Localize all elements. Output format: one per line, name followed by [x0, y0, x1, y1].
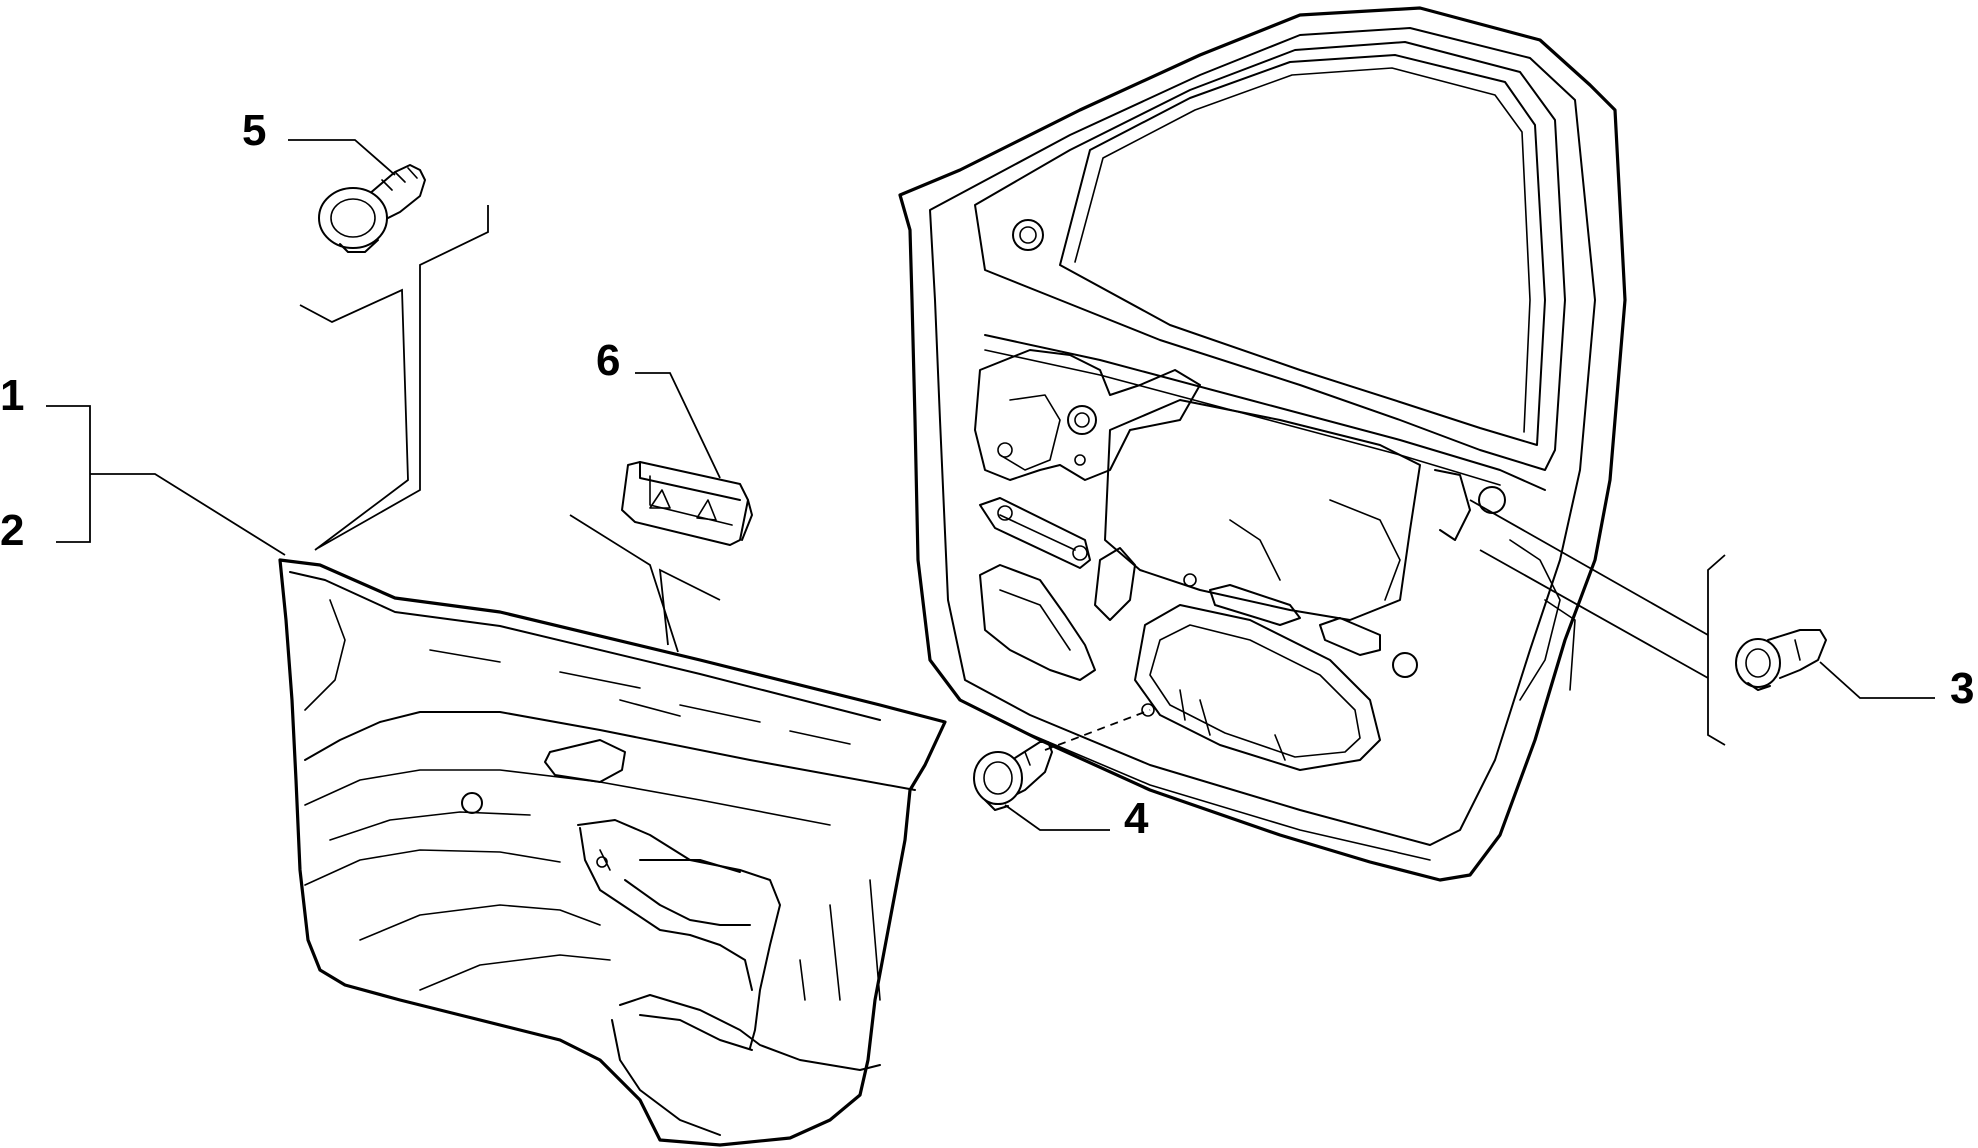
callout-1: 1 [0, 371, 24, 420]
clip-6-part [621, 461, 753, 546]
callout-5: 5 [242, 106, 266, 155]
callout-2: 2 [0, 506, 24, 555]
callout-3: 3 [1950, 664, 1974, 713]
callout-6: 6 [596, 336, 620, 385]
door-trim-panel [278, 558, 947, 1147]
clip-3-part [1735, 629, 1827, 691]
leader-lines [46, 139, 1935, 831]
clip-5-part [318, 164, 426, 253]
door-frame [898, 6, 1627, 882]
clip-4-part [973, 741, 1053, 811]
callout-4: 4 [1124, 794, 1149, 843]
